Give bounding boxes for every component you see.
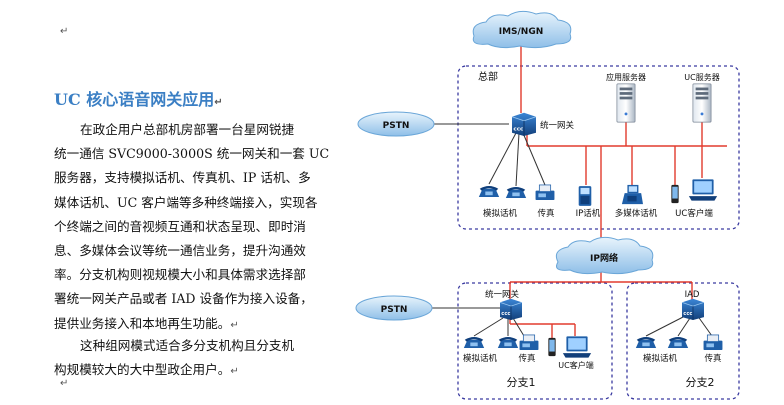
fax-icon xyxy=(703,334,723,351)
branch1-enclosure xyxy=(457,282,613,400)
paragraph-mark: ↵ xyxy=(214,97,223,108)
hq-terminal-label: IP话机 xyxy=(576,208,601,219)
hq-gateway-icon xyxy=(511,112,537,136)
pstn-top: PSTN xyxy=(357,111,435,137)
branch2-terminal-label: 传真 xyxy=(704,353,722,364)
hq-terminal-label: UC客户端 xyxy=(675,208,713,219)
text-line: 息、多媒体会议等统一通信业务，提升沟通效 xyxy=(54,243,306,259)
fax-icon xyxy=(519,334,539,351)
pstn-bottom-label: PSTN xyxy=(381,305,408,315)
hq-terminal-label: 模拟话机 xyxy=(483,208,518,219)
analog-phone-icon xyxy=(667,336,689,349)
branch2-label: 分支2 xyxy=(686,376,715,389)
paragraph-mark: ↵ xyxy=(60,26,69,37)
paragraph-mark: ↵ xyxy=(230,319,239,331)
uc-client-icon xyxy=(562,336,592,358)
cloud-ip-network: IP网络 xyxy=(555,236,654,275)
section-heading: UC 核心语音网关应用↵ xyxy=(54,86,223,110)
hq-enclosure xyxy=(457,65,740,230)
text-line-content: 构规模较大的大中型政企用户。 xyxy=(54,362,231,378)
analog-phone-icon xyxy=(505,186,527,199)
analog-phone-icon xyxy=(478,185,500,198)
pstn-top-label: PSTN xyxy=(383,121,410,131)
uc-server-icon xyxy=(692,83,712,123)
branch1-terminal-label: UC客户端 xyxy=(558,360,593,370)
paragraph-mark: ↵ xyxy=(230,366,239,378)
cloud-ims-ngn-label: IMS/NGN xyxy=(499,27,544,37)
text-line-content: 提供业务接入和本地再生功能。 xyxy=(54,315,231,331)
paragraph-1: 在政企用户总部机房部署一台星网锐捷 统一通信 SVC9000-3000S 统一网… xyxy=(54,118,336,338)
text-line: 署统一网关产品或者 IAD 设备作为接入设备， xyxy=(54,291,313,307)
cloud-ims-ngn: IMS/NGN xyxy=(472,10,572,49)
text-line: 统一通信 SVC9000-3000S 统一网关和一套 UC xyxy=(54,146,330,162)
cloud-ip-network-label: IP网络 xyxy=(590,252,618,264)
analog-phone-icon xyxy=(635,336,657,349)
ip-phone-icon xyxy=(578,186,592,206)
text-line: 提供业务接入和本地再生功能。↵ xyxy=(54,312,336,338)
branch2-gateway-label: IAD xyxy=(685,290,700,300)
analog-links xyxy=(430,123,713,337)
text-line: 构规模较大的大中型政企用户。↵ xyxy=(54,358,336,384)
branch1-terminal-label: 传真 xyxy=(518,353,536,364)
pstn-bottom: PSTN xyxy=(355,295,433,321)
text-line: 这种组网模式适合多分支机构且分支机 xyxy=(80,338,295,353)
branch2-enclosure xyxy=(626,282,740,400)
paragraph-mark: ↵ xyxy=(60,378,69,389)
hq-gateway-label: 统一网关 xyxy=(540,120,575,131)
analog-phone-icon xyxy=(497,336,519,349)
text-line: 服务器，支持模拟话机、传真机、IP 话机、多 xyxy=(54,170,311,186)
mobile-icon xyxy=(548,337,556,357)
branch1-terminal-label: 模拟话机 xyxy=(463,353,498,364)
text-line: 个终端之间的音视频互通和状态呈现、即时消 xyxy=(54,218,306,234)
paragraph-2: 这种组网模式适合多分支机构且分支机 构规模较大的大中型政企用户。↵ xyxy=(54,334,336,384)
branch2-gateway-icon xyxy=(681,298,705,320)
multimedia-phone-icon xyxy=(621,184,643,205)
heading-text: UC 核心语音网关应用 xyxy=(54,90,215,109)
app-server-label: 应用服务器 xyxy=(606,72,646,82)
hq-label: 总部 xyxy=(478,70,498,83)
analog-phone-icon xyxy=(463,336,485,349)
text-line: 在政企用户总部机房部署一台星网锐捷 xyxy=(80,122,295,137)
text-line: 率。分支机构则视规模大小和具体需求选择部 xyxy=(54,267,306,283)
hq-terminal-label: 多媒体话机 xyxy=(615,208,658,219)
hq-terminal-label: 传真 xyxy=(537,208,555,219)
uc-client-icon xyxy=(688,179,718,201)
branch1-label: 分支1 xyxy=(507,376,536,389)
app-server-icon xyxy=(616,83,636,123)
fax-icon xyxy=(535,184,555,201)
uc-server-label: UC服务器 xyxy=(684,72,719,82)
text-line: 媒体话机、UC 客户端等多种终端接入，实现各 xyxy=(54,194,318,210)
branch1-gateway-icon xyxy=(499,298,523,320)
mobile-icon xyxy=(671,184,679,204)
branch2-terminal-label: 模拟话机 xyxy=(643,353,678,364)
branch1-gateway-label: 统一网关 xyxy=(485,289,520,300)
